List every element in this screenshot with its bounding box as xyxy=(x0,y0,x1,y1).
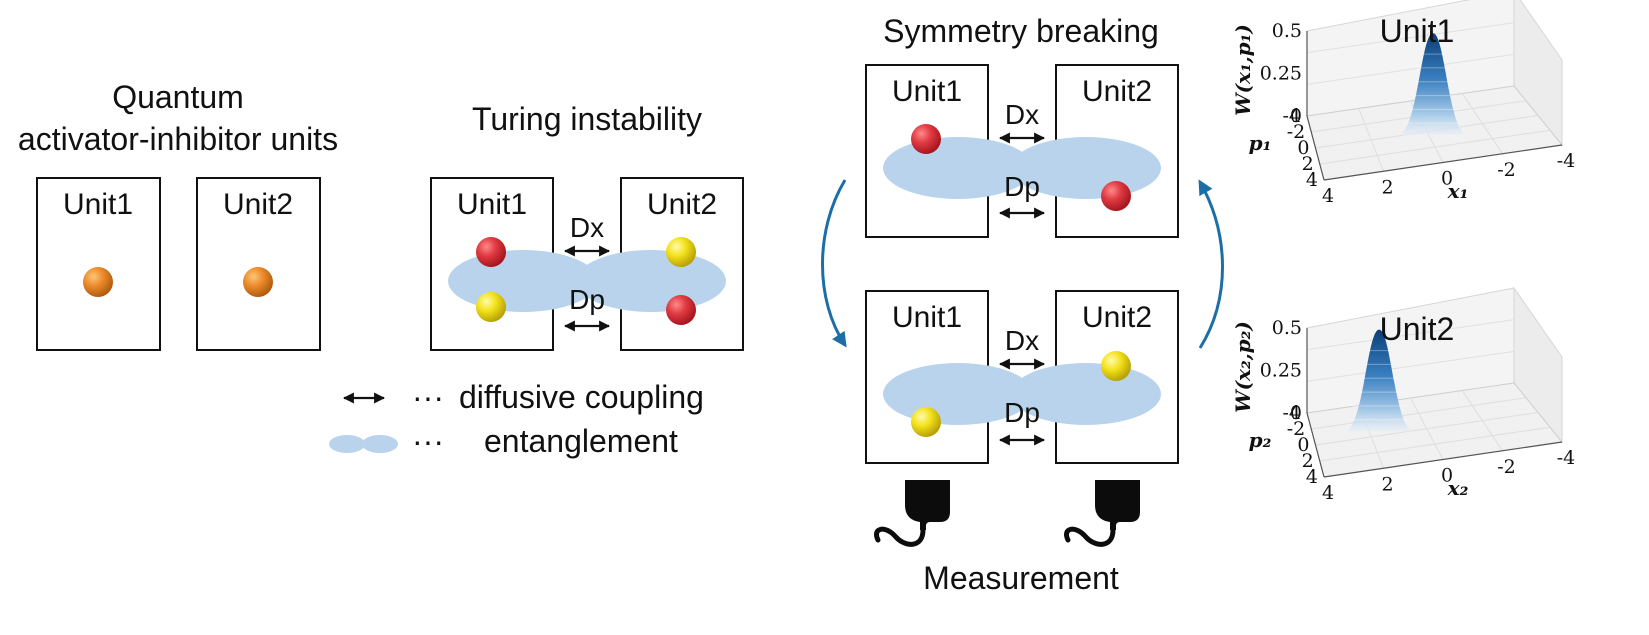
detector-icon xyxy=(874,480,950,547)
p-tick-label: -2 xyxy=(1287,418,1306,440)
p-axis-label: p₂ xyxy=(1249,428,1272,452)
homogeneous-state-ball xyxy=(83,267,113,297)
z-tick-label: 0.5 xyxy=(1272,317,1302,339)
unit2-label: Unit2 xyxy=(1082,75,1152,108)
panel-homogeneous-units: Quantum activator-inhibitor units Unit1 … xyxy=(18,79,338,351)
coupling-dx-label: Dx xyxy=(1005,325,1039,356)
inhibitor-ball xyxy=(476,292,506,322)
panel-a-title-line2: activator-inhibitor units xyxy=(18,121,338,157)
wigner-peak xyxy=(1345,329,1414,432)
inhibitor-ball xyxy=(1101,351,1131,381)
coupling-dp-label: Dp xyxy=(569,284,605,315)
p-tick-label: 0 xyxy=(1297,434,1309,456)
unit2-box xyxy=(196,177,321,351)
unit2-label: Unit2 xyxy=(1082,301,1152,334)
grid-line xyxy=(1461,93,1503,155)
legend: ··· diffusive coupling ··· entanglement xyxy=(329,379,704,459)
detector-icon xyxy=(1064,480,1140,547)
x-tick-label: 2 xyxy=(1381,473,1393,495)
z-tick-label: 0.25 xyxy=(1260,63,1302,85)
grid-line xyxy=(1306,350,1515,382)
x-tick-label: -4 xyxy=(1557,447,1576,469)
x-axis xyxy=(1323,144,1563,181)
unit1-label: Unit1 xyxy=(892,75,962,108)
x-tick-label: 0 xyxy=(1441,465,1453,487)
panel-c-bottom-title: Measurement xyxy=(923,560,1119,596)
grid-line xyxy=(1306,22,1515,54)
p-tick-label: 2 xyxy=(1302,450,1314,472)
panel-turing-instability: Turing instability Unit1 Unit2 Dx Dp xyxy=(430,101,744,351)
x-axis xyxy=(1323,441,1563,478)
z-axis-label: W(x₁,p₁) xyxy=(1231,24,1255,116)
x-tick-label: -2 xyxy=(1497,159,1516,181)
wigner-peak xyxy=(1399,33,1467,136)
coupling-dx-label: Dx xyxy=(1005,99,1039,130)
p-axis xyxy=(1306,412,1325,478)
p-tick-label: -4 xyxy=(1282,402,1301,424)
p-tick-label: 4 xyxy=(1306,169,1318,191)
panel-symmetry-breaking: Symmetry breaking Unit1 Unit2 Dx Dp Unit… xyxy=(821,13,1224,596)
inhibitor-ball xyxy=(911,407,941,437)
legend-entanglement-text: entanglement xyxy=(484,423,678,459)
unit1-box xyxy=(36,177,161,351)
z-tick-label: 0.5 xyxy=(1272,20,1302,42)
panel-a-title-line1: Quantum xyxy=(112,79,244,115)
p-tick-label: 0 xyxy=(1297,137,1309,159)
grid-line xyxy=(1461,390,1503,452)
grid-line xyxy=(1306,53,1515,85)
activator-ball xyxy=(911,124,941,154)
p-tick-label: 4 xyxy=(1306,466,1318,488)
wigner-plot-title: Unit1 xyxy=(1380,13,1455,49)
p-axis-label: p₁ xyxy=(1249,131,1272,155)
activator-ball xyxy=(1101,181,1131,211)
unit2-label: Unit2 xyxy=(647,188,717,221)
cycle-arrow-up xyxy=(1198,179,1224,349)
x-tick-label: -4 xyxy=(1557,150,1576,172)
p-axis xyxy=(1306,115,1325,181)
legend-dots: ··· xyxy=(412,379,444,415)
unit2-label: Unit2 xyxy=(223,188,293,221)
grid-line xyxy=(1315,412,1539,446)
coupling-dp-label: Dp xyxy=(1004,397,1040,428)
cycle-arrow-down xyxy=(821,179,847,348)
homogeneous-state-ball xyxy=(243,267,273,297)
legend-coupling-text: diffusive coupling xyxy=(459,379,704,415)
p-tick-label: 2 xyxy=(1302,153,1314,175)
panel-b-title: Turing instability xyxy=(472,101,702,137)
unit1-label: Unit1 xyxy=(892,301,962,334)
legend-dots: ··· xyxy=(412,423,444,459)
activator-ball xyxy=(666,295,696,325)
z-tick-label: 0 xyxy=(1290,402,1302,424)
x-tick-label: 4 xyxy=(1322,185,1334,207)
legend-entanglement-cloud xyxy=(329,435,398,453)
x-tick-label: -2 xyxy=(1497,456,1516,478)
coupling-dp-label: Dp xyxy=(1004,171,1040,202)
inhibitor-ball xyxy=(666,237,696,267)
z-tick-label: 0 xyxy=(1290,105,1302,127)
p-tick-label: -4 xyxy=(1282,105,1301,127)
x-axis-label: x₁ xyxy=(1447,179,1469,203)
unit1-label: Unit1 xyxy=(63,188,133,221)
grid-line xyxy=(1306,319,1515,351)
x-tick-label: 2 xyxy=(1381,176,1393,198)
x-tick-label: 0 xyxy=(1441,168,1453,190)
z-tick-label: 0.25 xyxy=(1260,360,1302,382)
activator-ball xyxy=(476,237,506,267)
x-tick-label: 4 xyxy=(1322,482,1334,504)
p-tick-label: -2 xyxy=(1287,121,1306,143)
panel-c-title: Symmetry breaking xyxy=(883,13,1159,49)
wigner-plot-title: Unit2 xyxy=(1380,311,1455,347)
coupling-dx-label: Dx xyxy=(570,212,604,243)
grid-line xyxy=(1311,397,1527,430)
unit1-label: Unit1 xyxy=(457,188,527,221)
x-axis-label: x₂ xyxy=(1447,476,1469,500)
z-axis-label: W(x₂,p₂) xyxy=(1231,321,1255,413)
